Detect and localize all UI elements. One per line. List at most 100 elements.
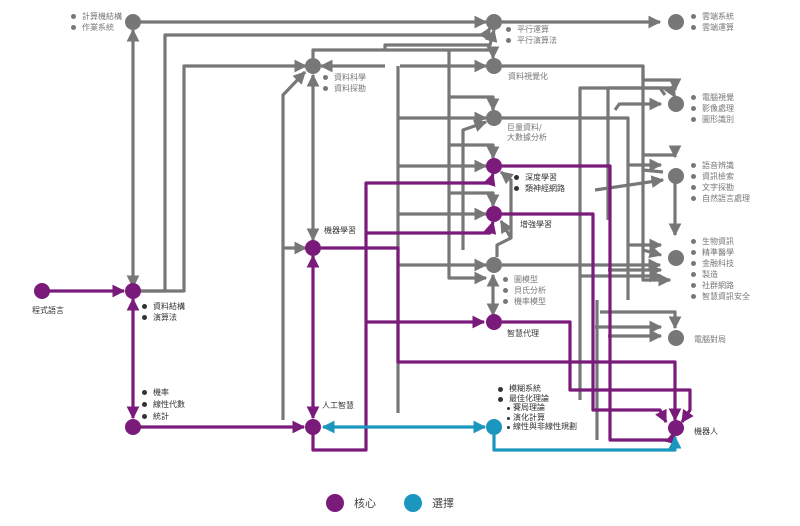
label-math: 機率 線性代數 統計	[141, 387, 185, 422]
node-cloud[interactable]	[668, 14, 684, 30]
node-applications[interactable]	[668, 250, 684, 266]
topic-item: 模糊系統	[497, 384, 577, 394]
gray-edges	[126, 15, 682, 440]
node-computer-arch[interactable]	[125, 14, 141, 30]
topic-item: 資料結構	[141, 301, 185, 312]
node-computer-vision[interactable]	[668, 96, 684, 112]
label-intelligent-agents: 智慧代理	[507, 329, 539, 338]
topic-item: 計算機結構	[70, 11, 122, 22]
topic-item: 圖形識別	[690, 114, 734, 125]
label-parallel: 平行運算 平行演算法	[505, 24, 557, 46]
node-math[interactable]	[125, 419, 141, 435]
topic-item: 雲端系統	[690, 11, 734, 22]
edge	[643, 145, 682, 159]
node-graphical-models[interactable]	[486, 257, 502, 273]
label-reinforcement: 增強學習	[520, 220, 552, 229]
edge	[281, 70, 307, 420]
label-machine-learning: 機器學習	[324, 226, 356, 235]
node-deep-learning[interactable]	[486, 158, 502, 174]
edge	[618, 97, 663, 111]
label-soft-computing: 模糊系統 最佳化理論 賽局理論 演化計算 線性與非線性規劃	[497, 384, 577, 432]
node-visualization[interactable]	[486, 58, 502, 74]
edge	[600, 310, 682, 330]
label-applications: 生物資訊 精準醫學 金融科技 製造 社群網路 智慧資訊安全	[690, 236, 750, 302]
legend-item-core: 核心	[326, 494, 376, 512]
nodes	[34, 14, 684, 436]
topic-item: 深度學習	[513, 172, 565, 183]
edge	[385, 46, 500, 60]
edge	[461, 119, 488, 250]
topic-item: 線性代數	[141, 399, 185, 410]
subtopic-item: 演化計算	[497, 413, 577, 423]
topic-item: 最佳化理論	[497, 394, 577, 404]
topic-item: 金融科技	[690, 258, 750, 269]
label-ai: 人工智慧	[322, 401, 354, 410]
edge	[449, 95, 500, 112]
edge	[499, 219, 513, 239]
label-computer-vision: 電腦視覺 影像處理 圖形識別	[690, 92, 734, 125]
edge	[449, 191, 500, 208]
node-parallel[interactable]	[486, 14, 502, 30]
topic-item: 影像處理	[690, 103, 734, 114]
node-robotics[interactable]	[668, 420, 684, 436]
label-programming: 程式語言	[32, 306, 64, 315]
subtopic-item: 線性與非線性規劃	[497, 422, 577, 432]
edge	[642, 168, 664, 174]
topic-item: 雲端運算	[690, 22, 734, 33]
edge	[641, 66, 682, 92]
label-data-structures: 資料結構 演算法	[141, 301, 185, 323]
label-data-science: 資料科學 資料探勘	[322, 72, 366, 94]
topic-item: 作業系統	[70, 22, 122, 33]
legend: 核心 選擇	[326, 494, 482, 512]
topic-item: 社群網路	[690, 280, 750, 291]
legend-label: 核心	[354, 497, 376, 510]
node-data-structures[interactable]	[125, 283, 141, 299]
topic-item: 機率模型	[502, 296, 546, 307]
topic-item: 平行運算	[505, 24, 557, 35]
label-big-data-line1: 巨量資料/	[507, 123, 542, 132]
label-big-data-line2: 大數據分析	[507, 133, 547, 142]
topic-item: 資訊檢索	[690, 171, 750, 182]
topic-item: 貝氏分析	[502, 285, 546, 296]
elective-edges	[321, 420, 682, 452]
label-visualization: 資料視覺化	[508, 72, 548, 81]
node-data-science[interactable]	[305, 58, 321, 74]
edge	[321, 246, 682, 422]
topic-item: 圖模型	[502, 274, 546, 285]
node-reinforcement[interactable]	[486, 206, 502, 222]
node-nlp[interactable]	[668, 168, 684, 184]
edge	[366, 220, 497, 235]
topic-item: 語音辨識	[690, 160, 750, 171]
topic-item: 資料探勘	[322, 83, 366, 94]
topic-item: 資料科學	[322, 72, 366, 83]
node-ai[interactable]	[305, 419, 321, 435]
edge	[311, 172, 496, 452]
topic-item: 智慧資訊安全	[690, 291, 750, 302]
edge	[447, 50, 488, 285]
node-machine-learning[interactable]	[305, 240, 321, 256]
label-cloud: 雲端系統 雲端運算	[690, 11, 734, 33]
core-swatch-icon	[326, 494, 344, 512]
topic-item: 自然語言處理	[690, 193, 750, 204]
node-programming[interactable]	[34, 283, 50, 299]
node-computer-games[interactable]	[668, 330, 684, 346]
label-nlp: 語音辨識 資訊檢索 文字探勘 自然語言處理	[690, 160, 750, 204]
topic-item: 精準醫學	[690, 247, 750, 258]
node-intelligent-agents[interactable]	[486, 314, 502, 330]
label-deep-learning: 深度學習 類神經網路	[513, 172, 565, 194]
edge	[642, 245, 663, 259]
edge	[613, 102, 622, 111]
edge	[641, 250, 672, 287]
edge	[449, 143, 500, 160]
topic-item: 平行演算法	[505, 35, 557, 46]
edge	[492, 435, 682, 452]
node-big-data[interactable]	[486, 110, 502, 126]
topic-item: 文字探勘	[690, 182, 750, 193]
node-soft-computing[interactable]	[486, 419, 502, 435]
core-edges	[42, 164, 694, 452]
topic-item: 類神經網路	[513, 183, 565, 194]
edge	[594, 175, 665, 192]
edge	[311, 28, 498, 58]
edge	[502, 212, 668, 424]
